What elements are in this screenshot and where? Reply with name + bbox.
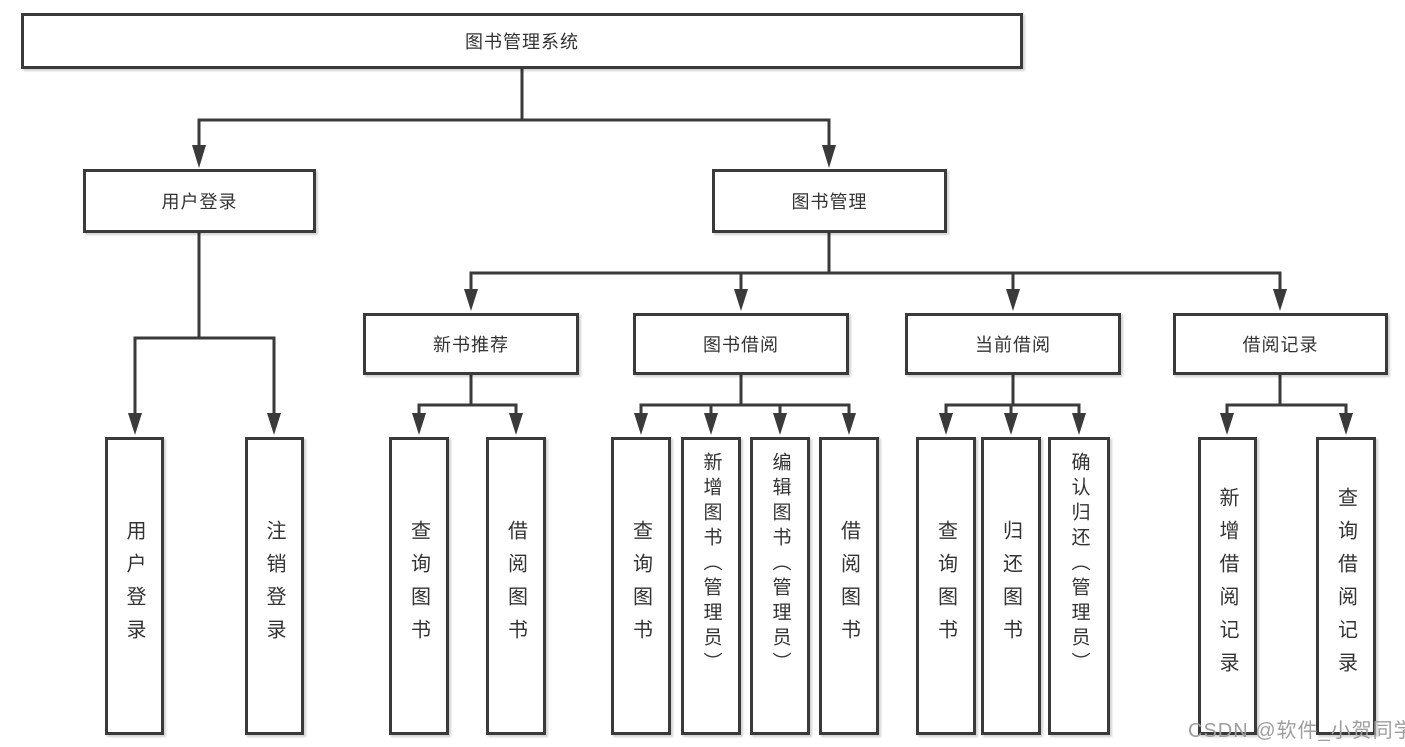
- csdn-watermark: CSDN @软件_小贺同学: [1188, 720, 1405, 742]
- node-book-borrowing: 图书借阅: [633, 313, 849, 375]
- leaf-query-books-recommend: 查询图书: [389, 437, 449, 735]
- leaf-query-books-current: 查询图书: [916, 437, 976, 735]
- leaf-add-borrow-record: 新增借阅记录: [1198, 437, 1257, 735]
- node-borrowing-records: 借阅记录: [1173, 313, 1388, 375]
- arrowhead-icons: [128, 145, 1353, 435]
- node-library-management-system: 图书管理系统: [21, 13, 1023, 69]
- node-current-borrowing: 当前借阅: [905, 313, 1121, 375]
- leaf-add-book-admin: 新增图书（管理员）: [681, 437, 741, 735]
- leaf-borrow-books-recommend: 借阅图书: [486, 437, 546, 735]
- leaf-borrow-books-borrowing: 借阅图书: [819, 437, 879, 735]
- leaf-query-books-borrowing: 查询图书: [611, 437, 671, 735]
- leaf-logout: 注销登录: [245, 437, 304, 735]
- leaf-confirm-return-admin: 确认归还（管理员）: [1048, 437, 1110, 735]
- node-new-book-recommendation: 新书推荐: [363, 313, 579, 375]
- node-book-management: 图书管理: [712, 169, 947, 233]
- leaf-user-login: 用户登录: [105, 437, 164, 735]
- leaf-edit-book-admin: 编辑图书（管理员）: [750, 437, 810, 735]
- leaf-query-borrow-record: 查询借阅记录: [1316, 437, 1376, 735]
- leaf-return-book: 归还图书: [981, 437, 1041, 735]
- node-user-login: 用户登录: [83, 169, 316, 233]
